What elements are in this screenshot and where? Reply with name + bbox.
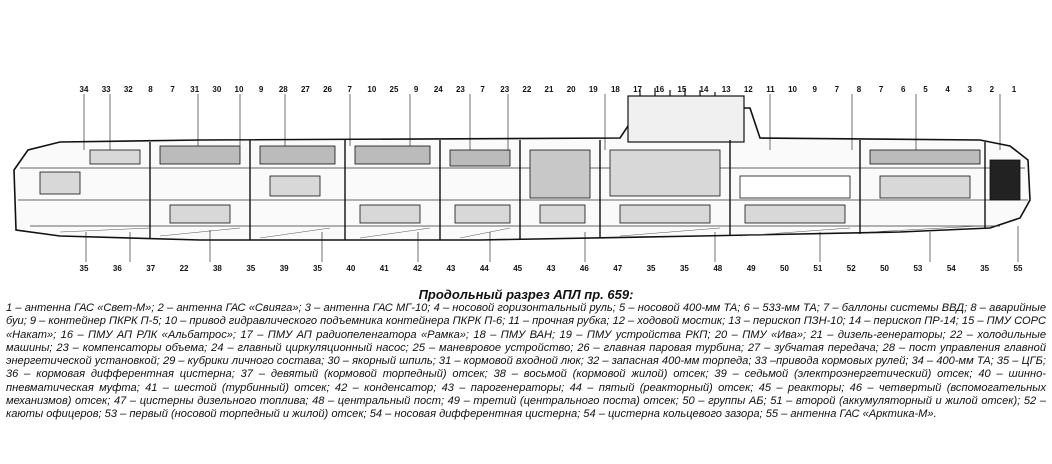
bulkheads — [149, 140, 986, 240]
bottom-leader-lines — [85, 226, 1019, 262]
top-callout-11: 26 — [323, 85, 332, 94]
bottom-callout-14: 43 — [547, 264, 556, 273]
top-callout-1: 33 — [102, 85, 111, 94]
top-callout-33: 9 — [812, 85, 817, 94]
bottom-callout-27: 35 — [980, 264, 989, 273]
top-callout-31: 11 — [766, 85, 775, 94]
top-callout-14: 25 — [390, 85, 399, 94]
top-callout-28: 14 — [700, 85, 709, 94]
bottom-callout-21: 50 — [780, 264, 789, 273]
hull-outline — [13, 107, 1031, 241]
bottom-callout-15: 46 — [580, 264, 589, 273]
bottom-callout-18: 35 — [680, 264, 689, 273]
top-callout-12: 7 — [347, 85, 352, 94]
bottom-callout-1: 36 — [113, 264, 122, 273]
bottom-callout-0: 35 — [80, 264, 89, 273]
bottom-callout-28: 55 — [1014, 264, 1023, 273]
bottom-callout-10: 42 — [413, 264, 422, 273]
bottom-callout-7: 35 — [313, 264, 322, 273]
bottom-callout-4: 38 — [213, 264, 222, 273]
top-callout-34: 7 — [835, 85, 840, 94]
figure-legend: 1 – антенна ГАС «Свет-М»; 2 – антенна ГА… — [6, 302, 1046, 421]
top-callout-10: 27 — [301, 85, 310, 94]
sail — [627, 95, 745, 143]
bottom-callout-25: 53 — [913, 264, 922, 273]
bottom-callout-5: 35 — [246, 264, 255, 273]
bottom-callout-labels: 35 36 37 22 38 35 39 35 40 41 42 43 44 45 43 46 47 35 35 48… — [80, 264, 1023, 273]
top-callout-30: 12 — [744, 85, 753, 94]
top-callout-24: 18 — [611, 85, 620, 94]
top-callout-4: 7 — [170, 85, 175, 94]
top-callout-40: 3 — [967, 85, 972, 94]
bottom-callout-12: 44 — [480, 264, 489, 273]
bottom-callout-16: 47 — [613, 264, 622, 273]
top-callout-26: 16 — [655, 85, 664, 94]
periscope-masts — [639, 88, 716, 96]
top-callout-18: 7 — [480, 85, 485, 94]
bottom-callout-24: 50 — [880, 264, 889, 273]
ballast-tanks — [59, 225, 981, 239]
top-callout-38: 5 — [923, 85, 928, 94]
bottom-callout-6: 39 — [280, 264, 289, 273]
bottom-callout-23: 52 — [847, 264, 856, 273]
top-callout-8: 9 — [259, 85, 264, 94]
top-callout-22: 20 — [567, 85, 576, 94]
bottom-callout-17: 35 — [647, 264, 656, 273]
top-callout-39: 4 — [945, 85, 950, 94]
top-callout-3: 8 — [148, 85, 153, 94]
top-callout-15: 9 — [414, 85, 419, 94]
figure-title: Продольный разрез АПЛ пр. 659: — [418, 287, 634, 302]
bottom-callout-9: 41 — [380, 264, 389, 273]
top-callout-27: 15 — [677, 85, 686, 94]
top-callout-25: 17 — [633, 85, 642, 94]
top-callout-42: 1 — [1012, 85, 1017, 94]
top-callout-35: 8 — [857, 85, 862, 94]
top-callout-23: 19 — [589, 85, 598, 94]
top-callout-17: 23 — [456, 85, 465, 94]
top-callout-29: 13 — [722, 85, 731, 94]
top-callout-13: 10 — [367, 85, 376, 94]
bottom-callout-3: 22 — [180, 264, 189, 273]
top-callout-20: 22 — [522, 85, 531, 94]
top-callout-7: 10 — [235, 85, 244, 94]
top-callout-37: 6 — [901, 85, 906, 94]
top-callout-2: 32 — [124, 85, 133, 94]
bottom-callout-11: 43 — [446, 264, 455, 273]
bottom-callout-2: 37 — [146, 264, 155, 273]
top-callout-41: 2 — [990, 85, 995, 94]
bottom-callout-19: 48 — [713, 264, 722, 273]
top-callout-9: 28 — [279, 85, 288, 94]
top-leader-lines — [83, 94, 1001, 150]
bottom-callout-26: 54 — [947, 264, 956, 273]
top-callout-36: 7 — [879, 85, 884, 94]
top-callout-32: 10 — [788, 85, 797, 94]
bottom-callout-8: 40 — [346, 264, 355, 273]
top-callout-19: 23 — [500, 85, 509, 94]
bottom-callout-13: 45 — [513, 264, 522, 273]
machinery-blocks — [39, 145, 1021, 224]
top-callout-5: 31 — [190, 85, 199, 94]
top-callout-21: 21 — [545, 85, 554, 94]
bottom-callout-22: 51 — [813, 264, 822, 273]
top-callout-0: 34 — [80, 85, 89, 94]
bottom-callout-20: 49 — [747, 264, 756, 273]
top-callout-6: 30 — [212, 85, 221, 94]
top-callout-16: 24 — [434, 85, 443, 94]
